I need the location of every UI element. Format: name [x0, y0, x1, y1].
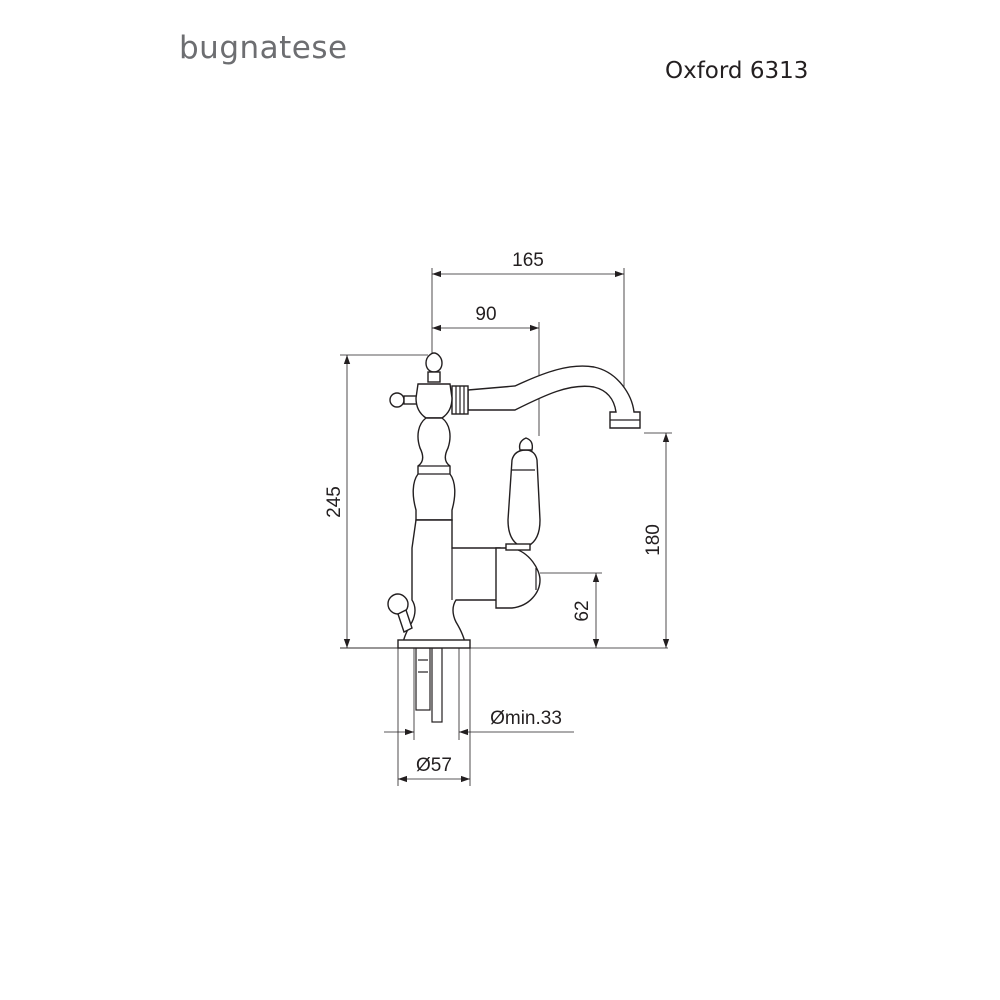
dimension-label-base: Ø57	[416, 755, 452, 776]
dimension-label-245: 245	[324, 486, 345, 518]
dimension-base-diameter: Ø57	[397, 648, 471, 786]
dimension-hole-min: Ømin.33	[384, 648, 574, 740]
dimension-handle-offset: 90	[432, 304, 540, 436]
dimension-label-165: 165	[512, 250, 544, 271]
dimension-spout-reach: 165	[431, 250, 625, 410]
brand-logo: bugnatese	[179, 30, 348, 66]
dimension-lever-height: 62	[540, 572, 602, 648]
dimension-label-90: 90	[475, 304, 496, 325]
model-title: Oxford 6313	[665, 58, 809, 84]
dimension-label-62: 62	[572, 600, 593, 621]
dimension-spout-height: 180	[643, 432, 672, 648]
dimension-label-hole: Ømin.33	[490, 708, 562, 729]
dimension-label-180: 180	[643, 524, 664, 556]
faucet-outline	[387, 352, 641, 723]
